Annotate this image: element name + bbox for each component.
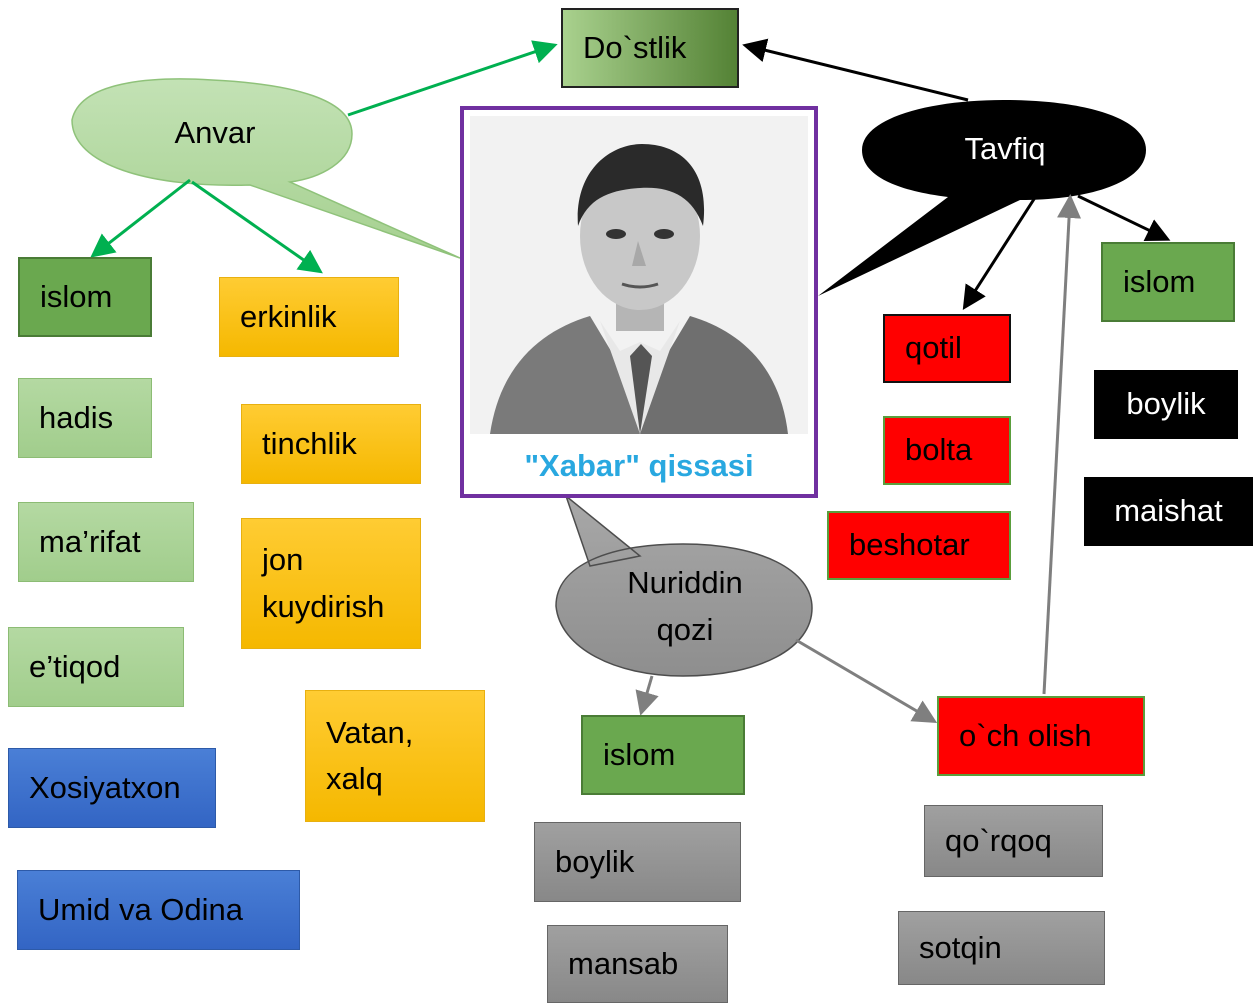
qorqoq-box: qo`rqoq — [924, 805, 1103, 877]
portrait-frame: "Xabar" qissasi — [460, 106, 818, 498]
anvar-value-jon-kuydirish: jon kuydirish — [241, 518, 421, 649]
arrow-och-tavfiq — [1042, 194, 1082, 695]
anvar-label: Anvar — [174, 115, 256, 150]
nuriddin-mansab: mansab — [547, 925, 728, 1003]
anvar-trait-hadis: hadis — [18, 378, 152, 458]
arrow-anvar-dostlik — [347, 40, 558, 117]
anvar-trait-islom: islom — [18, 257, 152, 337]
anvar-bubble — [71, 78, 461, 259]
arrow-tavfiq-islom — [1077, 194, 1171, 241]
anvar-value-tinchlik: tinchlik — [241, 404, 421, 484]
tavfiq-islom: islom — [1101, 242, 1235, 322]
nuriddin-bubble — [555, 493, 813, 677]
tavfiq-bolta: bolta — [883, 416, 1011, 485]
anvar-trait-marifat: ma’rifat — [18, 502, 194, 582]
tavfiq-beshotar: beshotar — [827, 511, 1011, 580]
arrow-tavfiq-dostlik — [742, 38, 969, 102]
nuriddin-boylik: boylik — [534, 822, 741, 902]
dostlik-box: Do`stlik — [561, 8, 739, 88]
nuriddin-islom: islom — [581, 715, 745, 795]
arrow-nuriddin-islom — [635, 675, 659, 716]
arrow-nuriddin-och — [795, 638, 938, 724]
och-olish-box: o`ch olish — [937, 696, 1145, 776]
arrow-anvar-erkinlik — [191, 180, 323, 274]
anvar-trait-xosiyatxon: Xosiyatxon — [8, 748, 216, 828]
anvar-trait-etiqod: e’tiqod — [8, 627, 184, 707]
anvar-trait-umid-odina: Umid va Odina — [17, 870, 300, 950]
sotqin-box: sotqin — [898, 911, 1105, 985]
anvar-value-vatan-xalq: Vatan, xalq — [305, 690, 485, 822]
tavfiq-maishat: maishat — [1084, 477, 1253, 546]
anvar-value-erkinlik: erkinlik — [219, 277, 399, 357]
nuriddin-label: Nuriddin qozi — [627, 565, 743, 647]
author-photo — [470, 116, 808, 434]
tavfiq-label: Tavfiq — [964, 131, 1046, 166]
tavfiq-qotil: qotil — [883, 314, 1011, 383]
arrow-tavfiq-qotil — [962, 195, 1038, 311]
story-caption: "Xabar" qissasi — [524, 448, 754, 483]
tavfiq-boylik: boylik — [1094, 370, 1238, 439]
arrow-anvar-islom — [90, 178, 191, 258]
tavfiq-bubble — [818, 100, 1146, 296]
